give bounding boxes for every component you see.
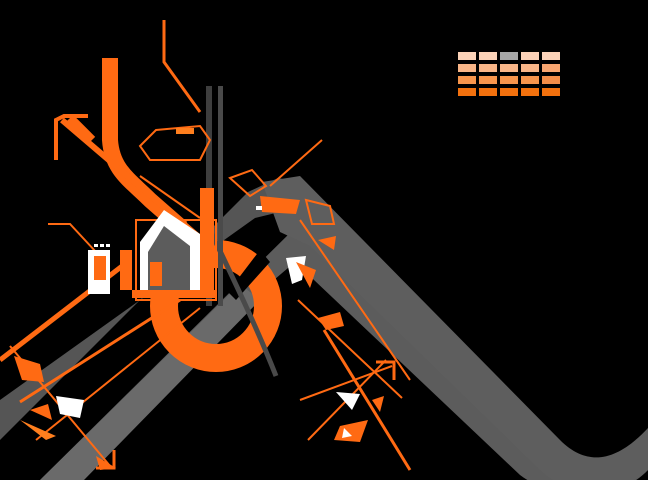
debris-right-1 (336, 392, 360, 410)
orange-diag-13 (322, 329, 412, 471)
right-fragment-2 (260, 196, 300, 214)
color-swatch (479, 64, 497, 72)
right-fragment-3 (304, 198, 336, 225)
color-swatch (479, 76, 497, 84)
color-swatch (500, 88, 518, 96)
building-door (150, 262, 162, 286)
orange-diag-11 (297, 299, 403, 399)
right-fragment-5 (296, 262, 316, 288)
gray-curved-rod (207, 228, 279, 377)
debris-right-3 (342, 428, 352, 438)
orange-bar-right (200, 188, 214, 296)
color-swatch (479, 52, 497, 60)
right-fragment-4 (286, 256, 306, 284)
color-swatch (458, 76, 476, 84)
gray-band-lower-left (40, 284, 260, 480)
color-swatch (500, 64, 518, 72)
color-swatch (521, 52, 539, 60)
orange-diag-9 (299, 365, 393, 401)
white-dot-2 (100, 244, 104, 247)
arrowhead-top-right (376, 360, 396, 380)
orange-tab (176, 128, 194, 134)
right-fragment-6 (318, 312, 344, 330)
color-swatch (458, 88, 476, 96)
color-swatch (500, 76, 518, 84)
right-fragment-1 (228, 168, 268, 198)
gray-band-right (262, 176, 648, 480)
white-dot-1 (94, 244, 98, 247)
color-swatch (521, 64, 539, 72)
orange-thin-line-top (162, 20, 202, 113)
color-swatch (479, 88, 497, 96)
color-swatch (542, 88, 560, 96)
debris-left-3 (30, 404, 52, 420)
color-swatch (458, 64, 476, 72)
white-dot-5 (66, 406, 72, 412)
color-swatch (542, 52, 560, 60)
debris-left-1 (14, 356, 44, 382)
color-swatch (542, 64, 560, 72)
orange-diag-12 (299, 219, 411, 381)
orange-l-hook (54, 114, 88, 160)
white-dot-4 (256, 206, 262, 210)
white-dot-3 (106, 244, 110, 247)
orange-diag-6 (19, 298, 181, 404)
right-fragment-7 (318, 236, 336, 250)
orange-diag-4 (269, 139, 323, 187)
gray-rod-2 (218, 86, 223, 306)
color-swatch (500, 52, 518, 60)
orange-diag-2 (66, 114, 96, 144)
orange-diag-7 (35, 307, 201, 441)
orange-bar-left (120, 250, 132, 290)
hex-outline (138, 124, 212, 161)
color-swatch (542, 76, 560, 84)
orange-box-left (94, 256, 106, 280)
arrowhead-bottom-left (96, 450, 116, 470)
color-swatch-grid (458, 52, 560, 98)
color-swatch (521, 88, 539, 96)
orange-diag-3 (139, 175, 201, 219)
orange-diag-14 (48, 223, 97, 253)
color-swatch (458, 52, 476, 60)
orange-diag-1 (60, 117, 202, 241)
building-base (132, 290, 216, 298)
color-swatch (521, 76, 539, 84)
debris-left-4 (20, 420, 56, 440)
debris-right-4 (372, 396, 384, 412)
